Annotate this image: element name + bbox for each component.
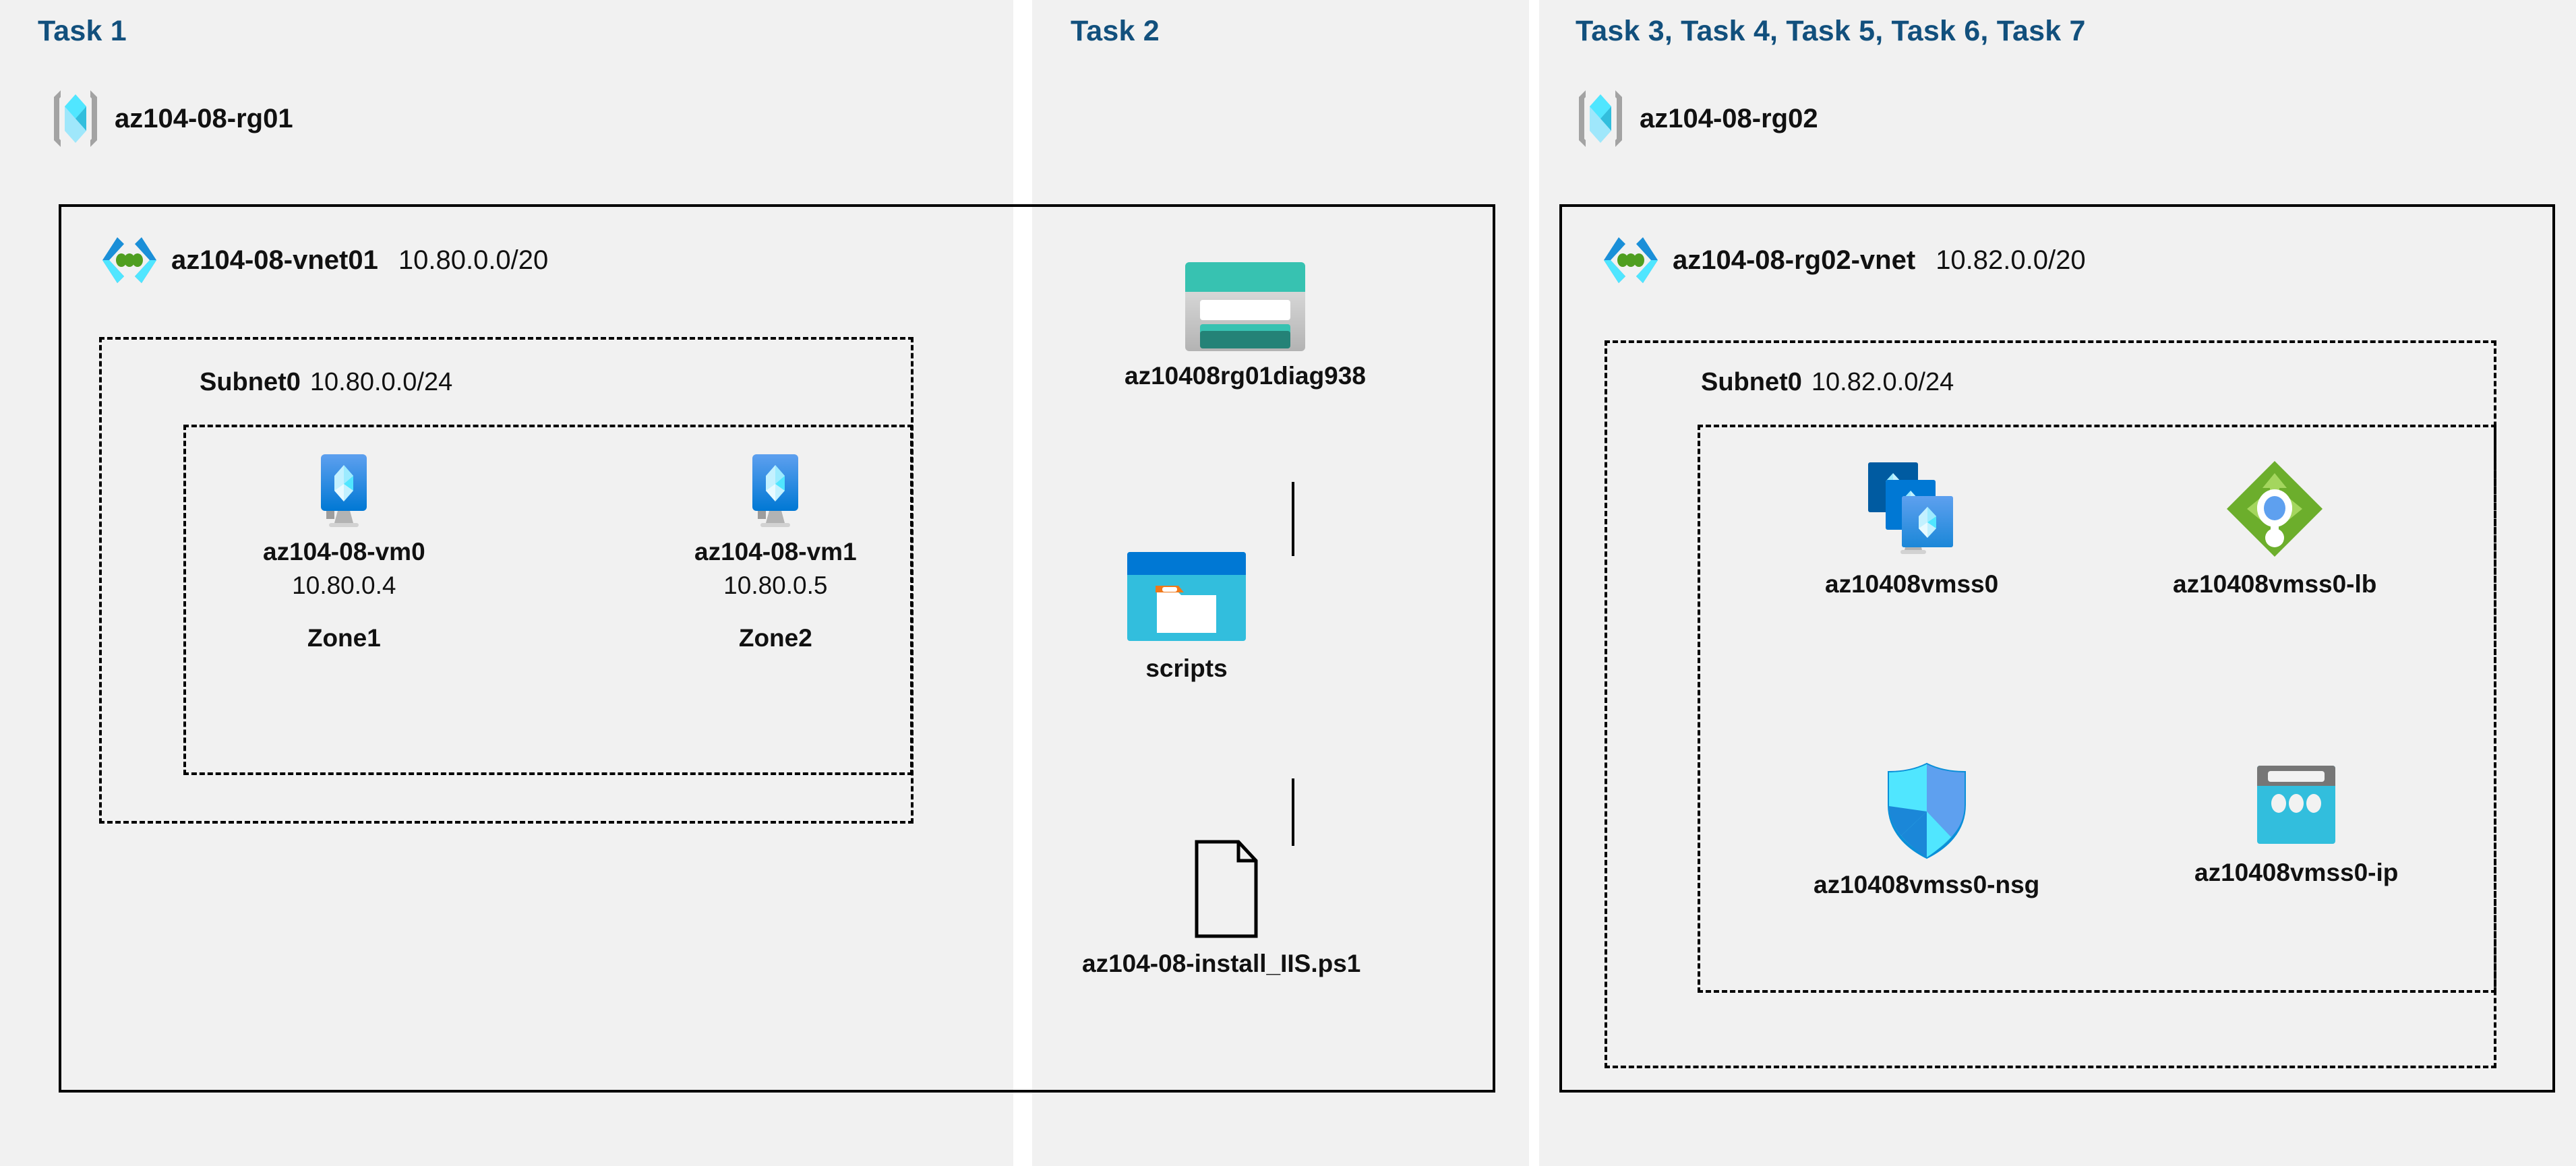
blob-container-node[interactable]: scripts (1125, 549, 1249, 683)
virtual-network-icon (1601, 233, 1660, 287)
blob-container-icon (1125, 549, 1249, 644)
vm1-zone: Zone2 (738, 624, 812, 652)
subnet0-left-name: Subnet0 (200, 368, 301, 396)
virtual-network-icon (100, 233, 159, 287)
vnet01-cidr: 10.80.0.0/20 (398, 245, 549, 275)
storage-account-icon (1181, 259, 1309, 351)
vm0-ip: 10.80.0.4 (292, 572, 396, 599)
resource-group-icon (51, 88, 100, 150)
load-balancer-icon (2224, 458, 2325, 559)
blob-container-name: scripts (1145, 654, 1228, 682)
network-security-group-icon (1884, 762, 1970, 860)
script-file-node[interactable]: az104-08-install_IIS.ps1 (1082, 839, 1360, 978)
load-balancer-name: az10408vmss0-lb (2173, 570, 2377, 598)
vm0-zone: Zone1 (307, 624, 381, 652)
virtual-machine-icon (740, 453, 810, 527)
script-file-name: az104-08-install_IIS.ps1 (1082, 950, 1361, 977)
resource-group-rg01: az104-08-rg01 (51, 88, 293, 150)
vnet02-header: az104-08-rg02-vnet 10.82.0.0/20 (1601, 233, 2086, 287)
resource-group-rg01-name: az104-08-rg01 (115, 103, 293, 133)
storage-to-container-connector (1292, 482, 1294, 556)
nsg-name: az10408vmss0-nsg (1814, 871, 2040, 898)
virtual-machine-icon (309, 453, 379, 527)
vm-scale-set-icon (1861, 458, 1963, 559)
scale-set-resources-boundary (1698, 425, 2496, 993)
task2-panel (1032, 0, 1529, 1166)
task2-label: Task 2 (1071, 15, 1160, 47)
subnet0-left-header: Subnet0 10.80.0.0/24 (200, 368, 452, 397)
subnet0-right-name: Subnet0 (1701, 368, 1802, 396)
public-ip-address-icon (2253, 762, 2339, 848)
resource-group-rg02: az104-08-rg02 (1576, 88, 1818, 150)
vm-az104-08-vm0[interactable]: az104-08-vm0 10.80.0.4 Zone1 (263, 453, 425, 652)
vnet02-name: az104-08-rg02-vnet (1673, 245, 1916, 275)
task1-label: Task 1 (38, 15, 127, 47)
vmss-node[interactable]: az10408vmss0 (1825, 458, 1998, 599)
vnet01-name: az104-08-vnet01 (171, 245, 378, 275)
subnet0-right-cidr: 10.82.0.0/24 (1811, 368, 1954, 396)
task3-panel (1539, 0, 2576, 1166)
task1-panel (0, 0, 1013, 1166)
container-to-file-connector (1292, 778, 1294, 846)
subnet0-right-header: Subnet0 10.82.0.0/24 (1701, 368, 1954, 397)
vnet02-cidr: 10.82.0.0/20 (1936, 245, 2086, 275)
storage-account-node[interactable]: az10408rg01diag938 (1125, 259, 1366, 390)
availability-zones-boundary (183, 425, 913, 775)
vnet01-boundary (59, 204, 1495, 1093)
vm0-name: az104-08-vm0 (263, 538, 425, 565)
vm1-ip: 10.80.0.5 (723, 572, 828, 599)
storage-account-name: az10408rg01diag938 (1125, 362, 1366, 390)
vnet02-boundary (1559, 204, 2555, 1093)
file-icon (1171, 839, 1272, 939)
vm1-name: az104-08-vm1 (694, 538, 857, 565)
subnet0-left-cidr: 10.80.0.0/24 (309, 368, 453, 396)
load-balancer-node[interactable]: az10408vmss0-lb (2173, 458, 2376, 599)
public-ip-node[interactable]: az10408vmss0-ip (2194, 762, 2398, 887)
task3-label: Task 3, Task 4, Task 5, Task 6, Task 7 (1576, 15, 2086, 47)
resource-group-icon (1576, 88, 1625, 150)
vnet01-header: az104-08-vnet01 10.80.0.0/20 (100, 233, 548, 287)
public-ip-name: az10408vmss0-ip (2194, 859, 2399, 886)
resource-group-rg02-name: az104-08-rg02 (1640, 103, 1818, 133)
vmss-name: az10408vmss0 (1825, 570, 1999, 598)
nsg-node[interactable]: az10408vmss0-nsg (1814, 762, 2039, 899)
vm-az104-08-vm1[interactable]: az104-08-vm1 10.80.0.5 Zone2 (694, 453, 857, 652)
